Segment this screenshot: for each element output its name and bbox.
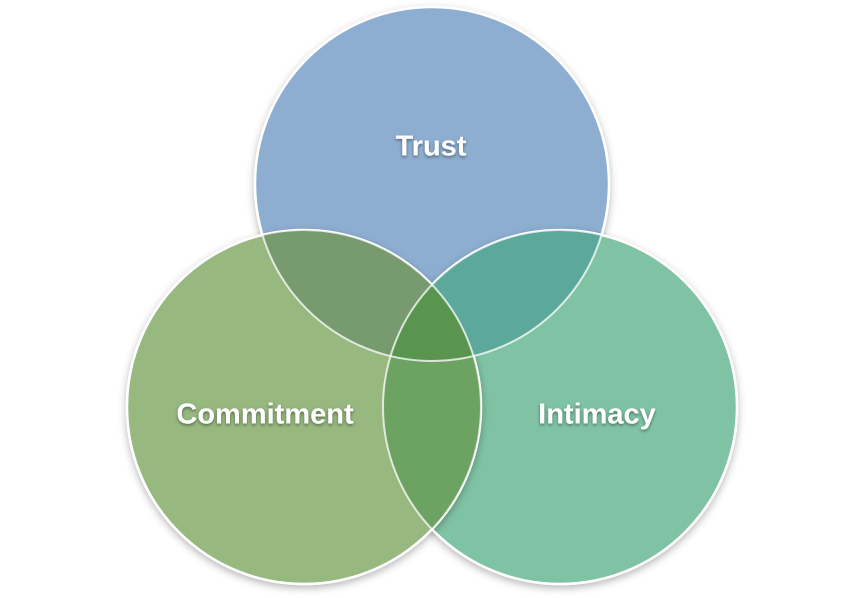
trust-outline bbox=[254, 6, 610, 362]
commitment-label: Commitment bbox=[176, 399, 354, 431]
intimacy-label: Intimacy bbox=[538, 399, 656, 431]
trust-commitment-overlap bbox=[255, 230, 481, 361]
commitment-outline bbox=[126, 229, 482, 585]
trust-label: Trust bbox=[396, 131, 467, 163]
trust-intimacy-overlap bbox=[383, 230, 609, 361]
intimacy-outline bbox=[382, 229, 738, 585]
